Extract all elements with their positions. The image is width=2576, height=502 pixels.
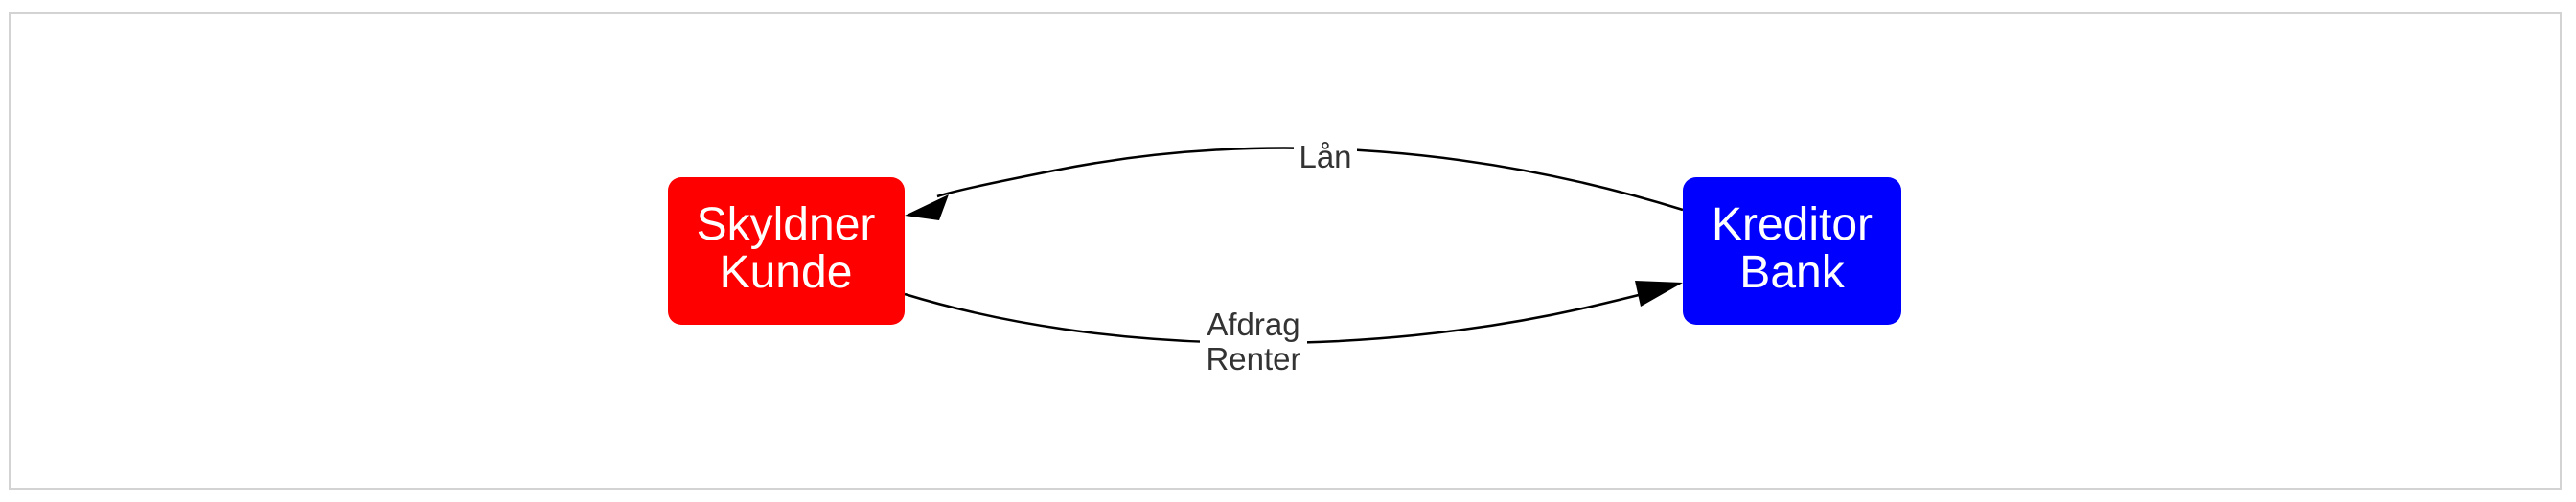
node-debtor-label-line-2: Kunde [720, 247, 853, 298]
edge-loan-line [936, 147, 1684, 212]
node-creditor[interactable]: Kreditor Bank [1683, 177, 1901, 325]
edge-loan-label: Lån [1299, 139, 1351, 174]
node-creditor-label-line-2: Bank [1739, 247, 1845, 298]
edge-repayment-label-bg [1200, 340, 1307, 346]
node-debtor[interactable]: Skyldner Kunde [668, 177, 905, 325]
edge-repayment-line [904, 290, 1651, 345]
edge-loan-arrowhead [905, 194, 949, 220]
node-debtor-label-line-1: Skyldner [697, 199, 876, 250]
node-debtor-box [668, 177, 905, 325]
diagram-frame [9, 12, 2562, 490]
edge-repayment-label-line-1: Afdrag [1207, 307, 1300, 342]
edge-repayment-arrowhead [1635, 281, 1683, 307]
edge-repayment: Afdrag Renter [904, 281, 1683, 376]
edge-repayment-label-line-2: Renter [1206, 341, 1300, 376]
edge-loan-label-bg [1294, 142, 1357, 171]
edge-loan: Lån [905, 139, 1684, 220]
node-creditor-box [1683, 177, 1901, 325]
node-creditor-label-line-1: Kreditor [1712, 199, 1873, 250]
